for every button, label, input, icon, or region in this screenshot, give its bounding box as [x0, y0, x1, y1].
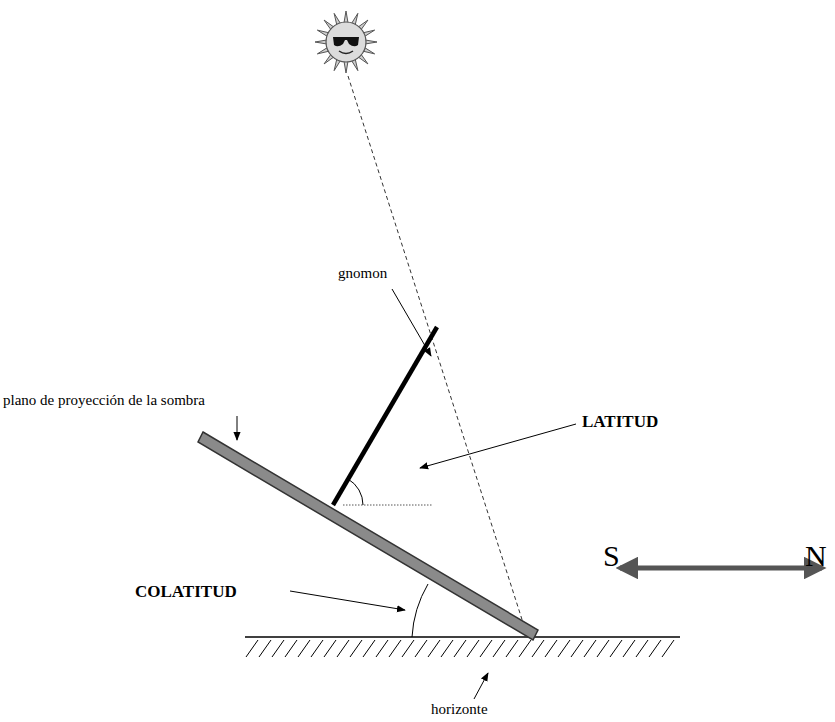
- leader-line: [290, 591, 405, 610]
- latitude-arc: [348, 479, 363, 505]
- part-label: gnomon: [338, 266, 387, 281]
- horizontal-reference: [343, 505, 432, 506]
- leader-line: [420, 424, 576, 468]
- leader-line: [237, 416, 238, 440]
- sun-icon: [315, 11, 377, 73]
- part-label: plano de proyección de la sombra: [3, 393, 205, 408]
- sun-ray: [348, 76, 526, 632]
- leader-line: [392, 289, 431, 356]
- angle-label: LATITUD: [582, 413, 658, 430]
- colatitude-arc: [412, 584, 428, 637]
- direction-label: S: [603, 541, 620, 571]
- angle-label: COLATITUD: [135, 583, 237, 600]
- horizon-line: [245, 636, 680, 638]
- leader-line: [474, 673, 488, 699]
- part-label: horizonte: [431, 702, 488, 717]
- direction-arrow: [620, 566, 822, 571]
- direction-label: N: [805, 541, 827, 571]
- gnomon-rod: [333, 327, 437, 505]
- shadow-plane: [198, 432, 538, 640]
- ground-hatching: [246, 640, 674, 657]
